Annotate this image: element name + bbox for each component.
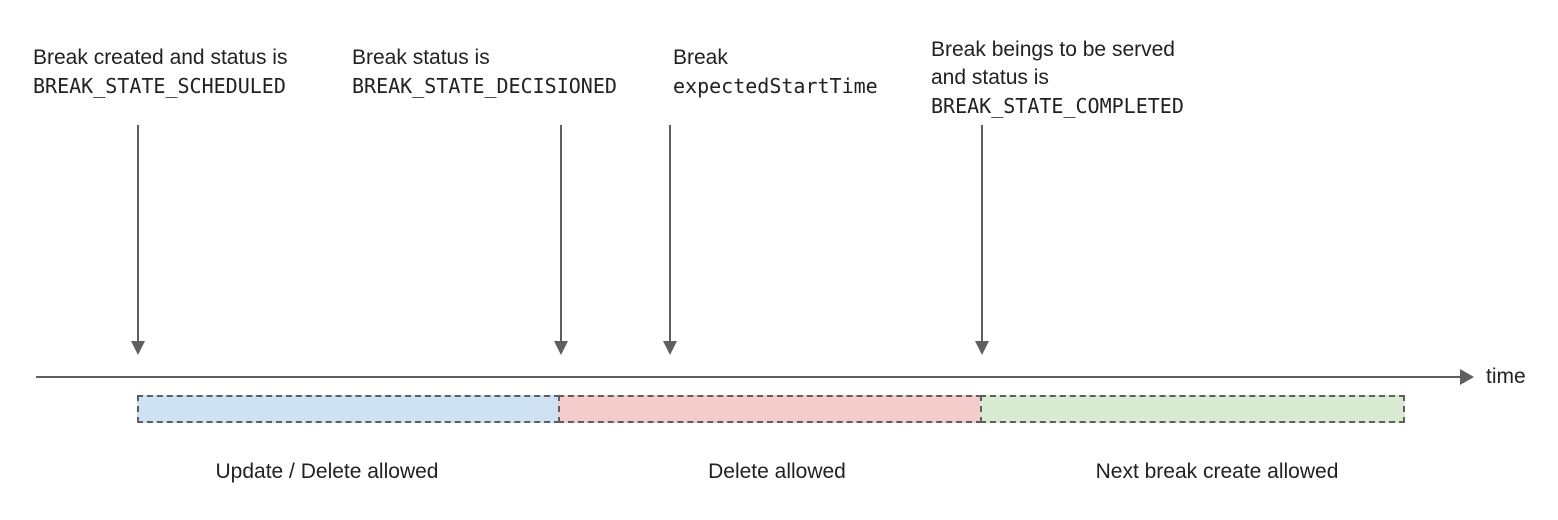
annotation-code-text: BREAK_STATE_SCHEDULED	[33, 74, 286, 98]
down-arrow-icon	[975, 125, 989, 355]
down-arrow-icon	[131, 125, 145, 355]
segment-label: Delete allowed	[708, 460, 846, 483]
annotation-break-decisioned: Break status is BREAK_STATE_DECISIONED	[352, 44, 617, 100]
annotation-text: and status is	[931, 66, 1049, 89]
annotation-text: Break beings to be served	[931, 38, 1175, 61]
segment-label: Update / Delete allowed	[215, 460, 439, 483]
segment-update-delete-allowed	[137, 395, 560, 423]
annotation-expected-start-time: Break expectedStartTime	[673, 44, 878, 100]
annotation-code-text: BREAK_STATE_COMPLETED	[931, 94, 1184, 118]
segment-delete-allowed	[558, 395, 982, 423]
time-axis-line	[36, 376, 1460, 378]
right-arrow-icon	[1460, 369, 1474, 385]
segment-next-break-create-allowed	[980, 395, 1405, 423]
down-arrow-icon	[554, 125, 568, 355]
annotation-break-scheduled: Break created and status is BREAK_STATE_…	[33, 44, 287, 100]
down-arrow-icon	[663, 125, 677, 355]
annotation-code-text: expectedStartTime	[673, 74, 878, 98]
annotation-text: Break status is	[352, 46, 490, 69]
time-axis-label: time	[1486, 365, 1526, 388]
segment-label: Next break create allowed	[1095, 460, 1339, 483]
annotation-text: Break created and status is	[33, 46, 288, 69]
annotation-code-text: BREAK_STATE_DECISIONED	[352, 74, 617, 98]
annotation-text: Break	[673, 46, 728, 69]
annotation-break-completed: Break beings to be served and status is …	[931, 36, 1184, 120]
